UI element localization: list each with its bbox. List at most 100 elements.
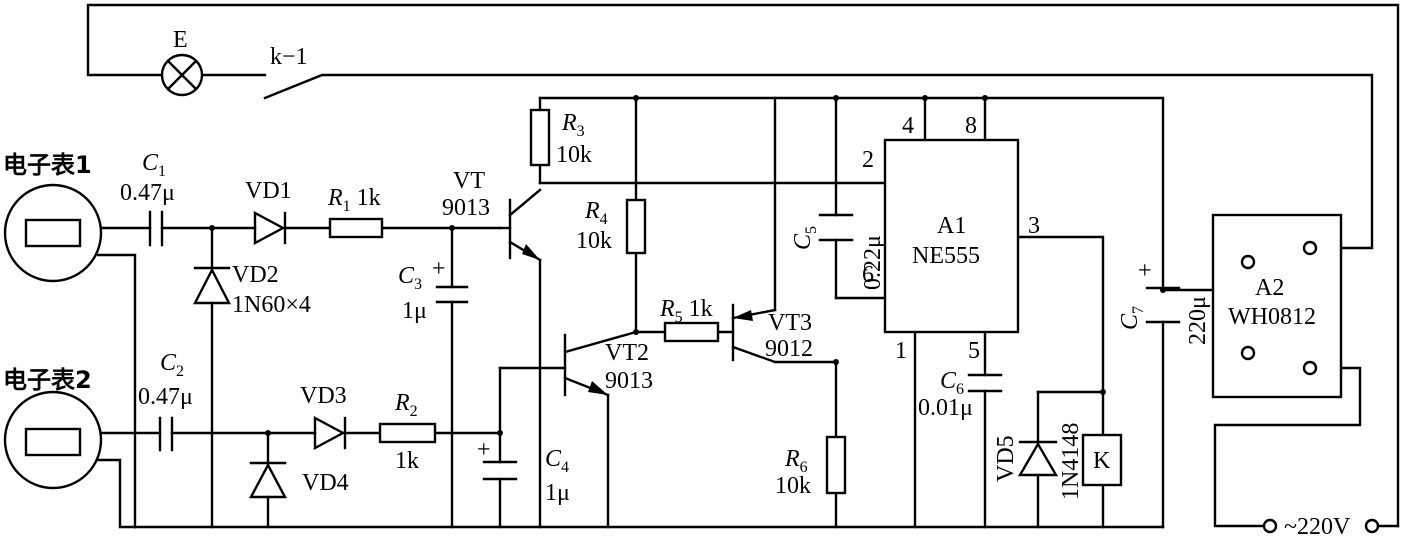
vt3-label: VT3 [768, 310, 812, 336]
r3-value: 10k [556, 142, 592, 168]
module-a2-wh0812: A2 WH0812 [1211, 213, 1343, 399]
r6-value: 10k [775, 473, 811, 499]
svg-text:C4: C4 [545, 446, 569, 476]
resistor-r6: R6 10k [775, 435, 847, 499]
c5-value: 0.22μ [860, 235, 886, 290]
capacitor-c5: C5 0.22μ [790, 213, 886, 290]
a1-ref: A1 [937, 213, 966, 239]
capacitor-c4: + C4 1μ [477, 437, 570, 506]
mains-terminals: ~220V [1262, 514, 1380, 537]
a2-ref: A2 [1255, 275, 1284, 301]
vd1-label: VD1 [245, 178, 292, 204]
diode-vd4: VD4 [249, 461, 349, 499]
watch-1-label: 电子表1 [3, 151, 92, 179]
vt-value: 9013 [442, 195, 490, 221]
c6-sub: 6 [956, 381, 964, 398]
a1-pin-5: 5 [968, 338, 980, 364]
vd5-value: 1N4148 [1058, 423, 1084, 500]
svg-text:C3: C3 [398, 263, 422, 293]
a1-pin-3: 3 [1028, 213, 1040, 239]
ic-a1-ne555: A1 NE555 4 8 2 6 3 1 5 [862, 113, 1040, 364]
c3-polarity: + [432, 256, 446, 282]
c7-polarity: + [1138, 258, 1152, 284]
vt2-label: VT2 [605, 340, 649, 366]
lamp-label: E [173, 27, 188, 53]
junction-dots [209, 95, 1166, 436]
capacitor-c1: C1 0.47μ [120, 150, 175, 247]
capacitor-c7: C7 + 220μ [1117, 258, 1211, 345]
svg-text:C1: C1 [142, 150, 166, 180]
c7-sub: 7 [1130, 306, 1147, 314]
vd2-value: 1N60×4 [232, 292, 311, 318]
r2-sub: 2 [410, 403, 418, 420]
c4-value: 1μ [545, 480, 570, 506]
r2-value: 1k [395, 448, 419, 474]
a1-value: NE555 [912, 243, 980, 269]
c4-sub: 4 [561, 459, 569, 476]
r3-sub: 3 [577, 123, 585, 140]
c6-value: 0.01μ [918, 395, 973, 421]
c3-sub: 3 [414, 276, 422, 293]
relay-k: K [1081, 433, 1123, 487]
watch-2-label: 电子表2 [3, 366, 92, 394]
diode-vd2: VD2 1N60×4 [193, 262, 311, 318]
r5-sub: 5 [675, 309, 683, 326]
r1-value: 1k [357, 185, 381, 211]
vd2-label: VD2 [232, 262, 279, 288]
resistor-r3: R3 10k [529, 108, 592, 168]
c1-sub: 1 [158, 163, 166, 180]
r1-sub: 1 [343, 198, 351, 215]
a1-pin-1: 1 [895, 338, 907, 364]
vt2-value: 9013 [605, 368, 653, 394]
watch-2: 电子表2 [3, 366, 103, 490]
mains-label: ~220V [1284, 514, 1351, 537]
a1-pin-6: 6 [862, 262, 874, 288]
svg-text:R6: R6 [784, 446, 808, 476]
resistor-r2: R2 1k [378, 390, 437, 474]
wires [86, 3, 1400, 529]
vd3-label: VD3 [300, 383, 347, 409]
r5-value: 1k [689, 296, 713, 322]
diode-vd5: VD5 1N4148 [993, 423, 1084, 500]
svg-text:R4: R4 [584, 198, 608, 228]
svg-text:R2: R2 [394, 390, 418, 420]
switch-k1: k−1 [270, 44, 308, 70]
c3-value: 1μ [402, 298, 427, 324]
diode-vd1: VD1 [245, 178, 292, 246]
vd4-label: VD4 [302, 470, 349, 496]
transistor-vt3: VT3 9012 [731, 303, 813, 364]
r4-value: 10k [576, 228, 612, 254]
a1-pin-4: 4 [902, 113, 914, 139]
vt-label: VT [453, 168, 485, 194]
c4-polarity: + [477, 437, 491, 463]
transistor-vt2: VT2 9013 [563, 330, 653, 397]
r4-sub: 4 [600, 211, 608, 228]
capacitor-c6: C6 0.01μ [918, 368, 1003, 421]
vt3-value: 9012 [765, 336, 813, 362]
a1-pin-8: 8 [965, 113, 977, 139]
svg-text:R3: R3 [561, 110, 585, 140]
transistor-vt: VT 9013 [442, 168, 542, 262]
resistor-r4: R4 10k [576, 198, 647, 255]
c2-sub: 2 [176, 363, 184, 380]
diode-vd3: VD3 [300, 383, 347, 451]
capacitor-c3: C3 + 1μ [398, 256, 469, 324]
svg-text:C6: C6 [940, 368, 964, 398]
watch-1: 电子表1 [3, 151, 103, 283]
svg-text:C2: C2 [160, 350, 184, 380]
capacitor-c2: C2 0.47μ [138, 350, 193, 452]
c1-value: 0.47μ [120, 180, 175, 206]
svg-text:C7: C7 [1117, 306, 1147, 330]
a2-value: WH0812 [1228, 304, 1316, 330]
c2-value: 0.47μ [138, 384, 193, 410]
a1-pin-2: 2 [862, 147, 874, 173]
relay-label: K [1093, 448, 1111, 474]
svg-text:C5: C5 [790, 226, 820, 250]
vd5-label: VD5 [993, 435, 1019, 482]
